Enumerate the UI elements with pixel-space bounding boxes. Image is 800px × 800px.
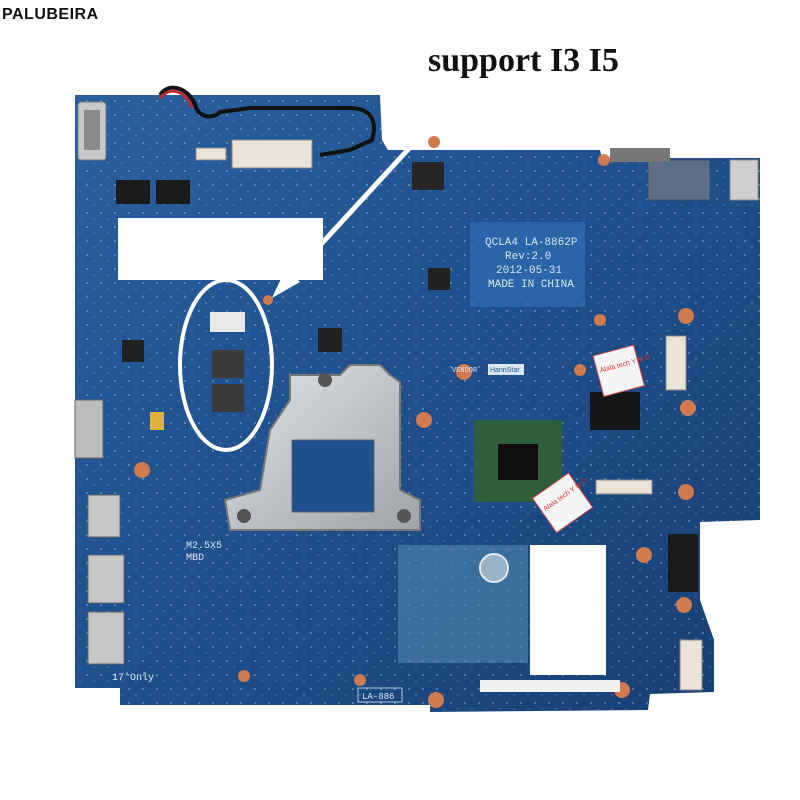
odd-connector — [668, 534, 698, 592]
size-label: 17'Only — [112, 672, 154, 684]
board-model-text: QCLA4 LA-8862P Rev:2.0 2012-05-31 MADE I… — [485, 237, 578, 291]
model-line-3: 2012-05-31 — [496, 265, 562, 277]
vendor-name-box — [488, 364, 524, 375]
fpc-connector-right-1 — [665, 335, 687, 391]
fpc-connector-right-2 — [679, 639, 703, 691]
chip-small-3 — [122, 340, 144, 362]
chip-small-1 — [412, 162, 444, 190]
audio-jack-inner — [84, 110, 100, 150]
chip-small-4 — [428, 268, 450, 290]
lan-transformer-2 — [156, 180, 190, 204]
vendor-label: VENDOR — [452, 367, 478, 375]
cpu-socket-window — [291, 439, 375, 513]
battery-pins — [610, 148, 670, 162]
vga-port — [74, 399, 104, 459]
memory-area — [398, 545, 528, 663]
annotation-arrow-head — [272, 268, 300, 298]
brand-watermark: PALUBEIRA — [2, 6, 99, 23]
vendor-sticker-2: Alala tech Y M D — [531, 472, 594, 534]
battery-connector — [647, 159, 711, 201]
model-line-4: MADE IN CHINA — [488, 279, 574, 291]
screw-hole-3 — [318, 373, 332, 387]
inductor-2 — [212, 350, 244, 378]
fpc-connector-top — [231, 139, 313, 169]
cable-wire-red — [158, 89, 194, 109]
lan-transformer-1 — [116, 180, 150, 204]
annotation-circle — [178, 278, 274, 452]
inductor-1 — [210, 312, 245, 332]
hdmi-port — [87, 494, 121, 538]
screw-label-2: MBD — [186, 553, 204, 564]
usb-port-2 — [87, 611, 125, 665]
model-line-1: QCLA4 LA-8862P — [485, 237, 578, 249]
fpc-connector-mid — [595, 479, 653, 495]
model-line-2: Rev:2.0 — [505, 251, 551, 263]
side-connector — [729, 159, 759, 201]
screw-hole-1 — [237, 509, 251, 523]
board-cutout-top — [118, 218, 323, 280]
board-cutout-bottom — [530, 545, 606, 675]
fpc-connector-small — [195, 147, 227, 161]
headline-support-text: support I3 I5 — [428, 42, 619, 79]
screw-label: M2.5X5 — [186, 541, 222, 552]
vendor-name: HannStar — [490, 367, 520, 374]
vendor-sticker-1: Alala tech Y M D — [592, 344, 651, 398]
pch-chip-die — [498, 444, 538, 480]
screw-hole-2 — [397, 509, 411, 523]
annotation-arrow-line — [288, 80, 472, 280]
inductor-3 — [212, 384, 244, 412]
ec-chip — [590, 392, 640, 430]
barcode-label — [480, 680, 620, 692]
footer-code-box — [357, 687, 403, 703]
cable-wire — [158, 85, 376, 157]
battery-cell — [479, 553, 509, 583]
usb-port-1 — [87, 554, 125, 604]
footer-code: LA-886 — [362, 692, 394, 702]
chip-small-2 — [318, 328, 342, 352]
capacitor-yellow — [150, 412, 164, 430]
silkscreen-label-block — [470, 222, 585, 307]
